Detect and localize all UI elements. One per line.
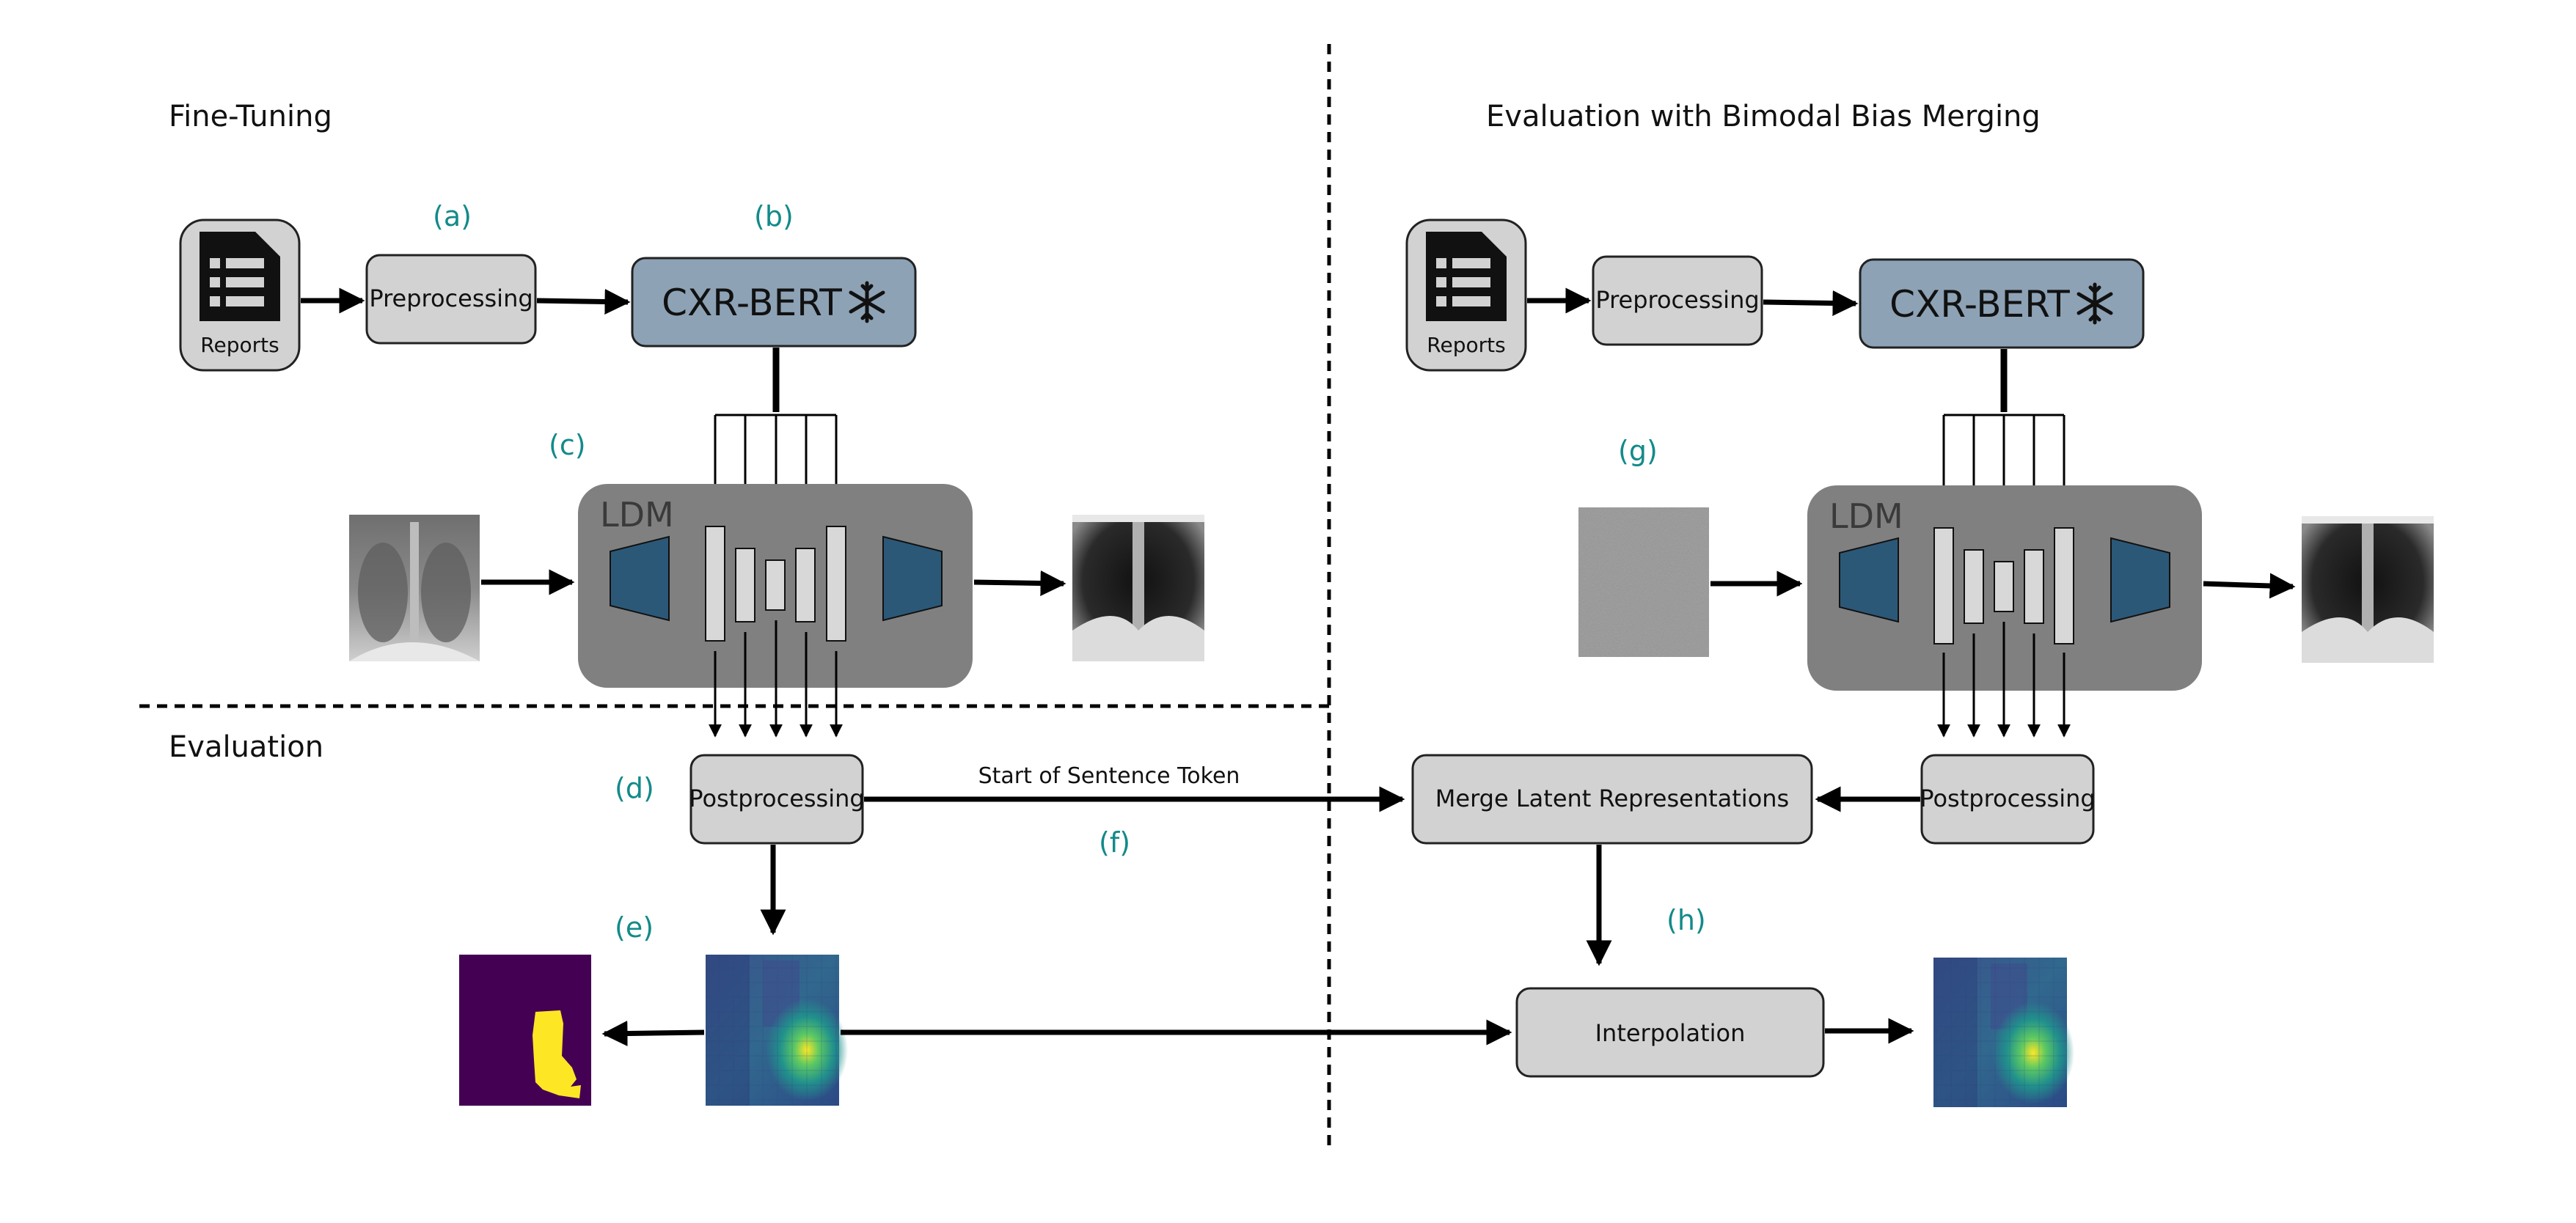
label-a: (a) bbox=[433, 200, 472, 232]
label-e: (e) bbox=[615, 911, 654, 944]
section-title-evaluation-bimodal: Evaluation with Bimodal Bias Merging bbox=[1486, 100, 2041, 133]
reports-label: Reports bbox=[200, 333, 279, 357]
ldm-to-postprocessing-connectors-left bbox=[709, 620, 843, 738]
ldm-node-right: LDM bbox=[1807, 485, 2202, 691]
snowflake-icon bbox=[2076, 282, 2113, 325]
preprocessing-label: Preprocessing bbox=[1595, 286, 1759, 314]
postprocessing-node-right: Postprocessing bbox=[1920, 754, 2096, 845]
generated-xray-image bbox=[2302, 516, 2434, 663]
postprocessing-label: Postprocessing bbox=[1920, 785, 2095, 812]
reports-label: Reports bbox=[1427, 333, 1505, 357]
preprocessing-label: Preprocessing bbox=[369, 284, 533, 312]
label-h: (h) bbox=[1666, 904, 1706, 936]
label-g: (g) bbox=[1618, 435, 1658, 467]
arrow-preprocessing-to-bert bbox=[536, 288, 631, 315]
document-icon bbox=[1426, 232, 1507, 321]
attention-heatmap bbox=[706, 955, 848, 1106]
arrow-ldm-to-output bbox=[973, 570, 1066, 596]
label-c: (c) bbox=[549, 429, 586, 461]
segmentation-mask bbox=[459, 955, 591, 1106]
attention-heatmap bbox=[1933, 958, 2074, 1107]
arrow-ldm-to-output-right bbox=[2203, 573, 2296, 599]
ldm-label: LDM bbox=[1829, 496, 1903, 536]
sos-token-label: Start of Sentence Token bbox=[978, 763, 1240, 789]
encoder-trapezoid bbox=[610, 535, 670, 622]
section-title-fine-tuning: Fine-Tuning bbox=[169, 100, 332, 133]
preprocessing-node-right: Preprocessing bbox=[1592, 255, 1763, 346]
label-b: (b) bbox=[754, 200, 794, 232]
arrow-heatmap-to-mask bbox=[601, 1021, 705, 1047]
reports-node-right: Reports bbox=[1405, 218, 1527, 372]
merge-latent-node: Merge Latent Representations bbox=[1411, 754, 1813, 845]
reports-node-left: Reports bbox=[179, 218, 301, 372]
arrow-preprocessing-to-bert-right bbox=[1763, 290, 1859, 316]
interpolation-label: Interpolation bbox=[1595, 1019, 1746, 1047]
label-f: (f) bbox=[1099, 826, 1130, 859]
postprocessing-label: Postprocessing bbox=[689, 785, 864, 812]
preprocessing-node-left: Preprocessing bbox=[365, 254, 537, 345]
ldm-node-left: LDM bbox=[578, 484, 973, 688]
cxr-bert-label: CXR-BERT bbox=[662, 282, 842, 324]
decoder-trapezoid bbox=[882, 535, 943, 622]
snowflake-icon bbox=[849, 281, 885, 323]
encoder-trapezoid bbox=[1839, 537, 1899, 623]
merge-latent-label: Merge Latent Representations bbox=[1435, 785, 1789, 812]
label-d: (d) bbox=[615, 772, 654, 804]
chest-xray-image bbox=[349, 515, 480, 661]
cxr-bert-node-right: CXR-BERT bbox=[1859, 258, 2145, 349]
interpolation-node: Interpolation bbox=[1515, 987, 1825, 1078]
section-title-evaluation: Evaluation bbox=[169, 730, 323, 764]
cxr-bert-node-left: CXR-BERT bbox=[631, 257, 917, 348]
generated-xray-image bbox=[1072, 515, 1204, 661]
postprocessing-node-left: Postprocessing bbox=[689, 754, 865, 845]
document-icon bbox=[200, 232, 280, 321]
decoder-trapezoid bbox=[2110, 537, 2170, 623]
cxr-bert-label: CXR-BERT bbox=[1889, 283, 2070, 326]
ldm-label: LDM bbox=[600, 495, 674, 535]
unet-blocks bbox=[705, 526, 846, 642]
noise-image bbox=[1578, 507, 1709, 657]
ldm-to-postprocessing-connectors-right bbox=[1937, 622, 2071, 738]
unet-blocks bbox=[1933, 527, 2074, 644]
